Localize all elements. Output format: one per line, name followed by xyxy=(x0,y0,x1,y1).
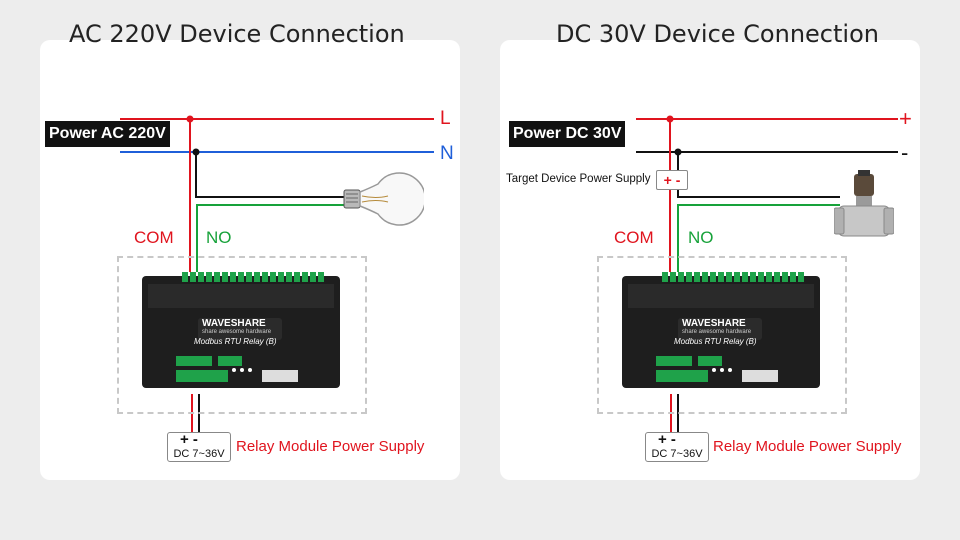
dc-plus-label: + xyxy=(899,106,912,131)
dc-no-label: NO xyxy=(688,228,714,247)
ac-module-tagline: share awesome hardware xyxy=(202,329,272,335)
dc-relay-module xyxy=(622,272,820,388)
ac-supply-label: Relay Module Power Supply xyxy=(236,438,425,455)
ac-com-label: COM xyxy=(134,228,174,247)
dc-com-label: COM xyxy=(614,228,654,247)
ac-module-brand: WAVESHARE xyxy=(202,318,266,329)
dc-supply-polarity: + - xyxy=(658,431,676,448)
ac-relay-module xyxy=(142,272,340,388)
dc-power-source-label: Power DC 30V xyxy=(509,121,626,147)
dc-minus-label: - xyxy=(901,140,909,165)
dc-target-polarity: + - xyxy=(663,172,681,188)
dc-panel xyxy=(500,40,920,480)
ac-supply-polarity: + - xyxy=(180,431,198,448)
dc-target-supply-label: Target Device Power Supply xyxy=(506,173,651,185)
ac-module-name: Modbus RTU Relay (B) xyxy=(194,337,277,346)
ac-neutral-label: N xyxy=(440,143,454,164)
light-bulb-icon xyxy=(343,172,424,226)
dc-supply-label: Relay Module Power Supply xyxy=(713,438,902,455)
dc-module-name: Modbus RTU Relay (B) xyxy=(674,337,757,346)
dc-supply-box: + - DC 7~36V xyxy=(645,431,709,462)
ac-supply-range: DC 7~36V xyxy=(173,448,225,460)
dc-module-tagline: share awesome hardware xyxy=(682,329,752,335)
dc-module-brand: WAVESHARE xyxy=(682,318,746,329)
ac-line-label: L xyxy=(440,108,451,129)
ac-no-label: NO xyxy=(206,228,232,247)
ac-panel xyxy=(40,40,460,480)
dc-title: DC 30V Device Connection xyxy=(556,20,879,48)
dc-target-supply-box: + - xyxy=(656,170,688,190)
dc-supply-range: DC 7~36V xyxy=(651,448,703,460)
ac-title: AC 220V Device Connection xyxy=(69,20,405,48)
ac-module-outline xyxy=(117,256,367,414)
dc-module-outline xyxy=(597,256,847,414)
solenoid-valve-icon xyxy=(834,170,894,237)
ac-power-source-label: Power AC 220V xyxy=(45,121,170,147)
ac-supply-box: + - DC 7~36V xyxy=(167,431,231,462)
